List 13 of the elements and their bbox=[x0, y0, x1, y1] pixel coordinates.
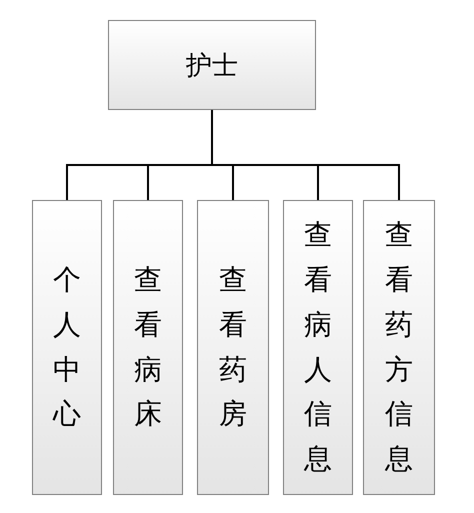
module-box bbox=[113, 200, 183, 495]
box-label: 护士 bbox=[186, 50, 238, 82]
box-label: 查看病床 bbox=[134, 262, 162, 432]
module-box bbox=[363, 200, 435, 495]
box-label: 查看药方信息 bbox=[385, 217, 413, 478]
module-box bbox=[197, 200, 269, 495]
role-box bbox=[108, 20, 316, 110]
module-box bbox=[32, 200, 102, 495]
connector-line bbox=[211, 110, 400, 200]
box-label: 查看药房 bbox=[219, 262, 247, 432]
module-box bbox=[283, 200, 353, 495]
box-label: 个人中心 bbox=[53, 262, 81, 432]
box-label: 查看病人信息 bbox=[304, 217, 332, 478]
